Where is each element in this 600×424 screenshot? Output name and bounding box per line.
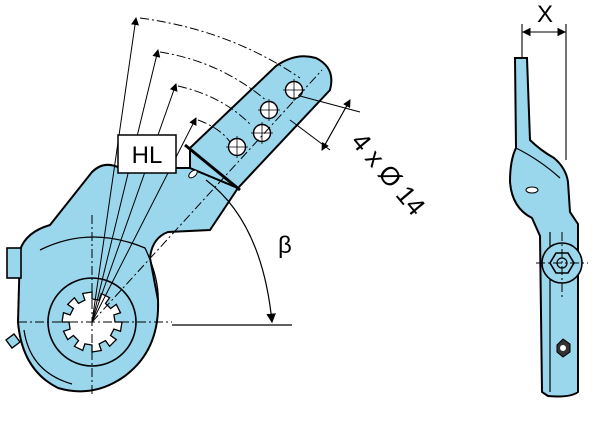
hl-label: HL (132, 142, 163, 169)
hole-dimension (289, 95, 361, 151)
adjuster-body (16, 163, 240, 393)
hl-fan-lines (91, 17, 197, 323)
adjuster-front-view (5, 17, 333, 395)
hl-label-box (117, 134, 177, 174)
x-dimension (521, 24, 567, 160)
x-label: X (537, 1, 553, 28)
beta-label: β (278, 232, 292, 259)
beta-arc (205, 179, 276, 324)
hole-spec-label: 4 x Ø 14 (345, 127, 431, 222)
side-view-body (508, 57, 579, 398)
mounting-holes (226, 79, 305, 158)
adjuster-side-view (508, 57, 588, 398)
